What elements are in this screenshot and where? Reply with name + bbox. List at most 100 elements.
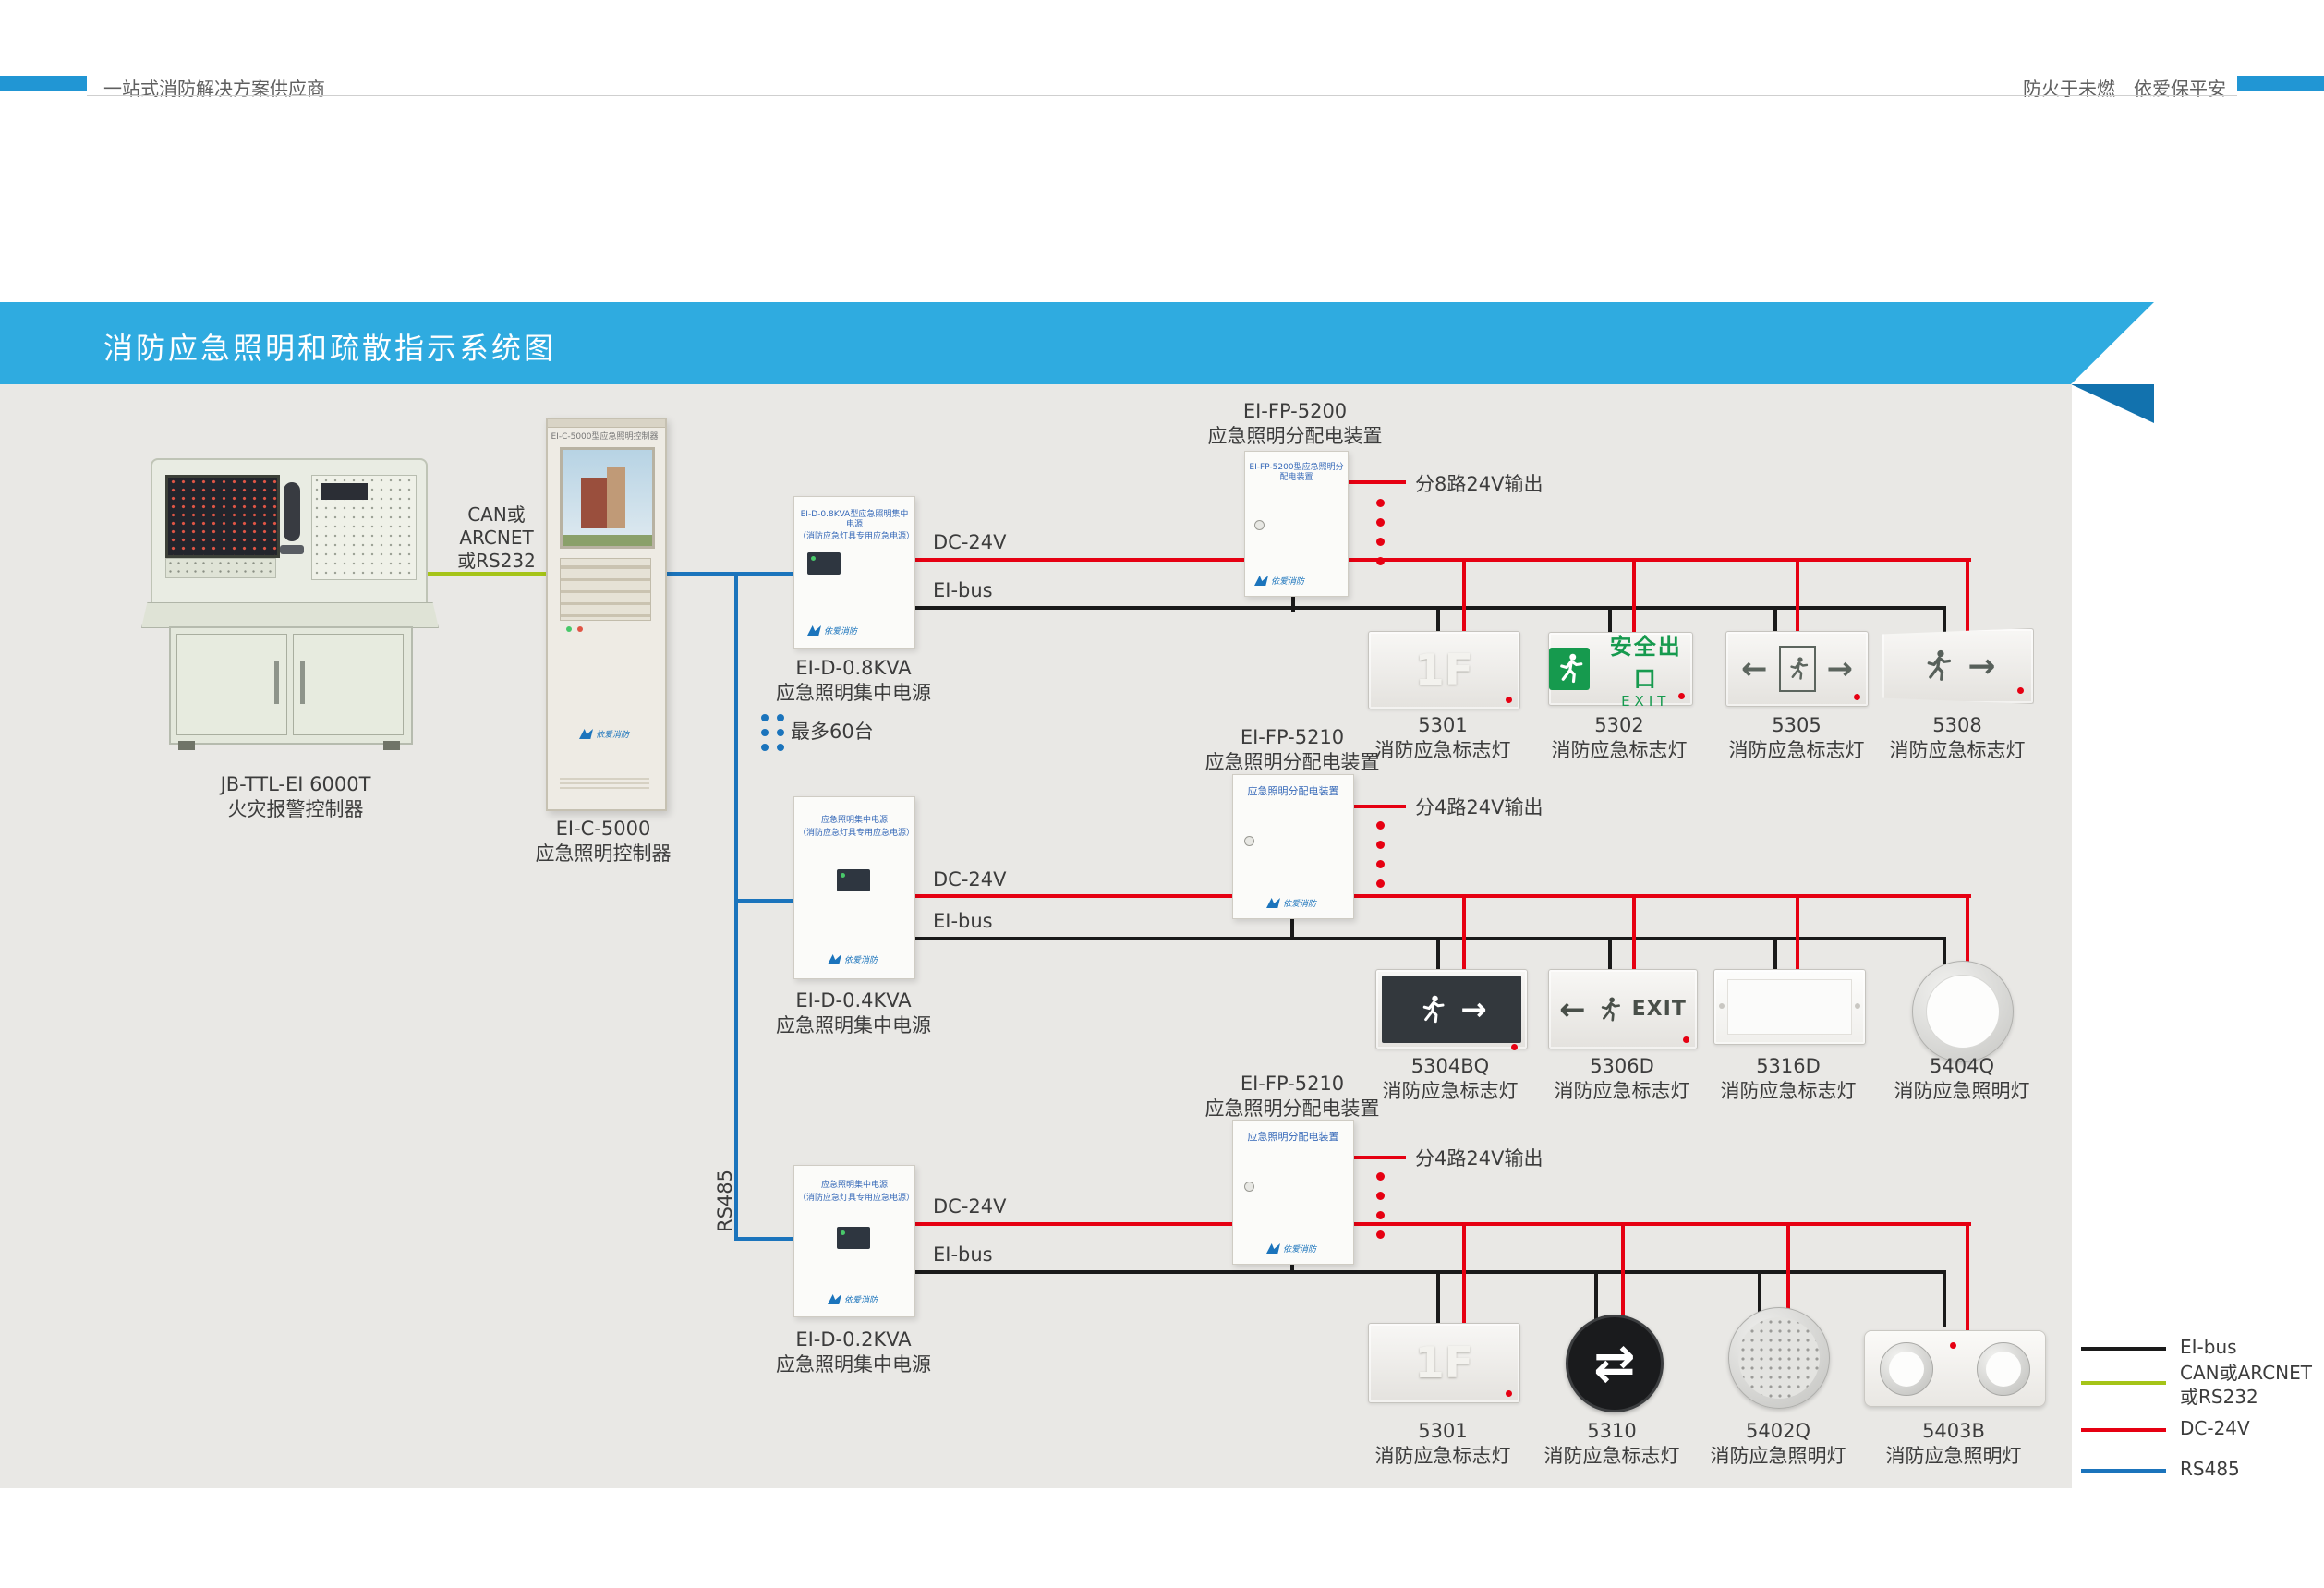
psu2-model: EI-D-0.4KVA xyxy=(795,989,912,1012)
console-cabinet xyxy=(169,626,413,745)
dc-drop xyxy=(1462,558,1466,636)
fp1-output-label: 分8路24V输出 xyxy=(1415,473,1543,495)
ei-logo-text: 依爱消防 xyxy=(596,731,630,740)
blank-face xyxy=(1727,979,1852,1035)
legend-label-can-line1: CAN或ARCNET xyxy=(2180,1362,2312,1384)
console-keypad-panel xyxy=(311,475,417,580)
door-handle xyxy=(300,661,305,704)
fp-indicator xyxy=(1244,1182,1254,1192)
lamp-label-5404q: 5404Q 消防应急照明灯 xyxy=(1851,1054,2073,1104)
fp1-title: EI-FP-5200 应急照明分配电装置 xyxy=(1184,399,1406,449)
repeat-ellipsis-dot xyxy=(777,744,784,751)
lamp-label-5402q: 5402Q 消防应急照明灯 xyxy=(1667,1419,1889,1469)
lamp-label-5310: 5310 消防应急标志灯 xyxy=(1501,1419,1723,1469)
fp2-output-label: 分4路24V输出 xyxy=(1415,796,1543,818)
output-dot xyxy=(1376,518,1385,527)
psu-panel-subtext: （消防应急灯具专用应急电源） xyxy=(798,829,915,838)
lamp-model: 5308 xyxy=(1932,714,1982,736)
exit-sign-cn: 安全出口 xyxy=(1609,634,1682,692)
psu3-name: 应急照明集中电源 xyxy=(776,1353,931,1376)
charge-led xyxy=(1854,694,1860,700)
arrow-left-icon: ← xyxy=(1741,650,1768,687)
header-accent-bar-right xyxy=(2237,76,2324,91)
rs485-wire-top xyxy=(663,572,797,576)
cabinet-vents xyxy=(560,776,649,789)
console-button-strip xyxy=(165,558,276,578)
ei-logo-mark-icon xyxy=(1254,576,1268,586)
repeat-ellipsis-dot xyxy=(761,729,769,736)
floor-sign-text: 1F xyxy=(1414,645,1474,695)
downlight-5402q xyxy=(1728,1307,1830,1409)
psu-panel-text: 应急照明集中电源 xyxy=(820,816,888,825)
eibus-drop xyxy=(1773,606,1777,637)
psu-panel-subtext: （消防应急灯具专用应急电源） xyxy=(798,532,915,541)
psu1-model: EI-D-0.8KVA xyxy=(795,657,912,679)
dc-drop xyxy=(1632,558,1636,636)
lamp-diffuser xyxy=(1926,975,2000,1049)
ei-logo-mark-icon xyxy=(1266,1243,1280,1254)
sign-lamp-5305-double-arrow: ← → xyxy=(1725,631,1869,707)
lamp-model: 5306D xyxy=(1590,1055,1654,1077)
ei-logo-mark-icon xyxy=(828,1294,841,1304)
psu-ei-d-0-4kva: 应急照明集中电源 （消防应急灯具专用应急电源） 依爱消防 xyxy=(793,796,915,979)
console-display-panel xyxy=(165,475,280,558)
legend-line-dc24v xyxy=(2081,1428,2166,1432)
eibus-wire-row1 xyxy=(910,606,1946,610)
status-led xyxy=(566,626,572,632)
ei-logo-mark-icon xyxy=(828,954,841,964)
psu3-model: EI-D-0.2KVA xyxy=(795,1328,912,1351)
fp-indicator xyxy=(1244,836,1254,846)
lamp-label-5304bq: 5304BQ 消防应急标志灯 xyxy=(1339,1054,1561,1104)
fp3-name: 应急照明分配电装置 xyxy=(1204,1097,1380,1120)
console-desk-top xyxy=(141,602,439,628)
lamp-model: 5403B xyxy=(1922,1420,1985,1442)
fp-panel-text: 应急照明分配电装置 xyxy=(1247,785,1339,797)
exit-sign-en: EXIT xyxy=(1631,998,1687,1021)
eibus-label-row2: EI-bus xyxy=(933,910,993,932)
psu-display xyxy=(837,1227,870,1249)
ei-fire-logo: 依爱消防 xyxy=(1266,1239,1316,1256)
status-led xyxy=(577,626,583,632)
lamp-label-5301: 5301 消防应急标志灯 xyxy=(1332,713,1554,763)
dc24v-label-row1: DC-24V xyxy=(933,531,1007,553)
fp1-output-stub xyxy=(1345,480,1406,484)
output-dot xyxy=(1376,1211,1385,1219)
screen-tower xyxy=(607,467,625,528)
dc24v-label-row3: DC-24V xyxy=(933,1195,1007,1218)
ei-logo-text: 依爱消防 xyxy=(1283,900,1317,909)
psu-panel-subtext: （消防应急灯具专用应急电源） xyxy=(798,1194,915,1203)
title-banner xyxy=(0,302,2154,384)
rs485-bus-wire xyxy=(734,572,738,1241)
output-dot xyxy=(1376,499,1385,507)
lighting-controller-name: 应急照明控制器 xyxy=(535,842,672,865)
header-accent-bar-left xyxy=(0,76,87,91)
dc-drop xyxy=(1632,894,1636,974)
fp2-output-stub xyxy=(1350,805,1406,808)
lamp-name: 消防应急照明灯 xyxy=(1710,1445,1846,1467)
lamp-model: 5402Q xyxy=(1746,1420,1810,1442)
charge-led xyxy=(1506,1390,1512,1397)
psu-ei-d-0-8kva: EI-D-0.8KVA型应急照明集中电源 （消防应急灯具专用应急电源） 依爱消防 xyxy=(793,496,915,649)
console-back-panel xyxy=(151,458,428,606)
fp2-name: 应急照明分配电装置 xyxy=(1204,751,1380,773)
fp-panel-text: EI-FP-5200型应急照明分配电装置 xyxy=(1249,463,1344,482)
output-dot xyxy=(1376,1230,1385,1239)
sign-lamp-5304bq: → xyxy=(1375,969,1528,1050)
running-man-icon xyxy=(1919,649,1955,684)
eibus-drop xyxy=(1436,606,1440,637)
telephone-handset xyxy=(284,482,300,541)
can-wire xyxy=(420,572,550,576)
lamp-name: 消防应急标志灯 xyxy=(1551,739,1688,761)
eibus-drop xyxy=(1758,1270,1761,1327)
charge-led xyxy=(2017,687,2024,694)
fp2-eibus-link xyxy=(1290,915,1294,940)
sign-lamp-5301-floor: 1F xyxy=(1368,1323,1520,1403)
eibus-drop xyxy=(1608,606,1612,637)
telephone-base xyxy=(280,545,304,554)
eibus-drop xyxy=(1943,937,1946,974)
lamp-label-5308: 5308 消防应急标志灯 xyxy=(1846,713,2068,763)
exit-sign-en: EXIT xyxy=(1621,693,1671,709)
output-dot xyxy=(1376,557,1385,565)
repeat-ellipsis-dot xyxy=(761,714,769,721)
repeat-ellipsis-dot xyxy=(777,729,784,736)
